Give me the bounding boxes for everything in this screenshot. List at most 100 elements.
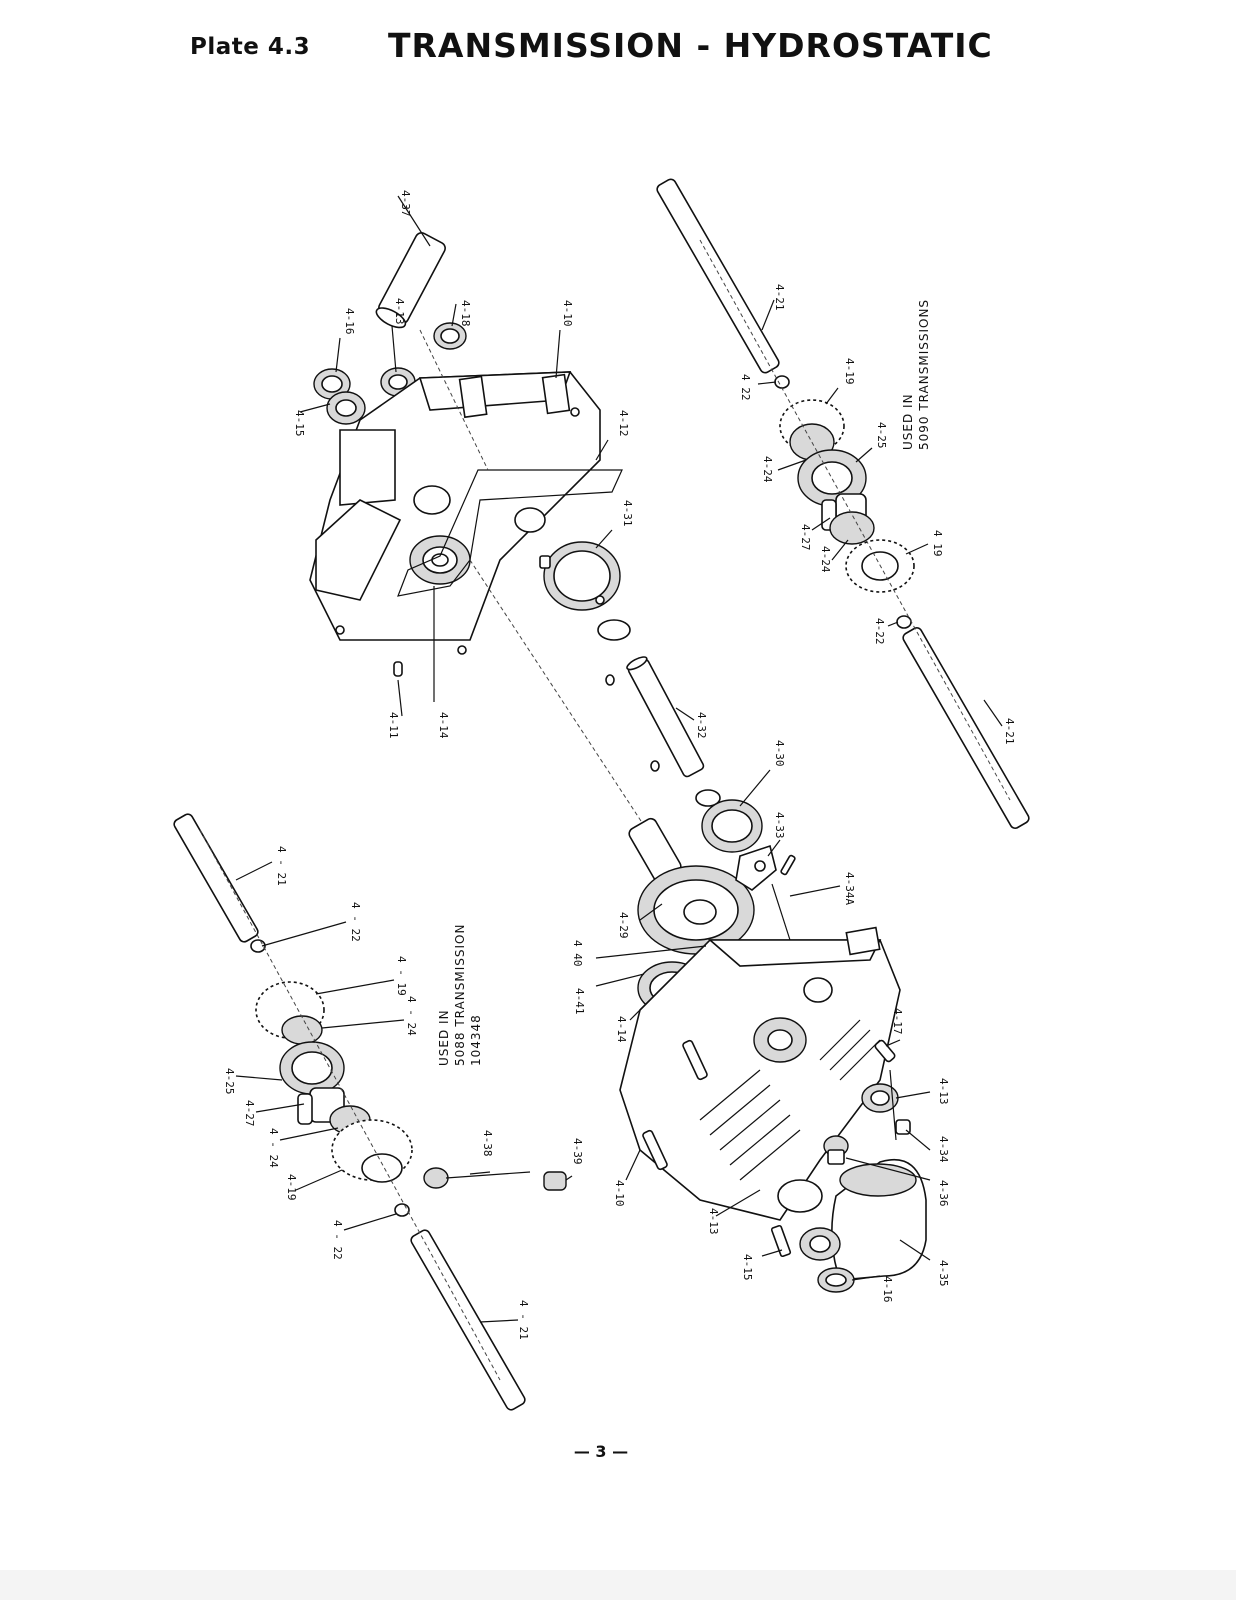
label-l-4-24-bottom: 4 - 24 xyxy=(267,1128,280,1168)
label-r-4-27: 4-27 xyxy=(799,524,812,551)
label-4-11: 4-11 xyxy=(387,712,400,739)
bolt-4-13-lower xyxy=(682,1039,708,1081)
cap-4-39 xyxy=(543,1171,567,1191)
filter-4-35 xyxy=(831,1158,927,1281)
label-r-4-21-top: 4-21 xyxy=(773,284,786,311)
gear-4-25-left xyxy=(279,1041,345,1095)
label-4-14-lower: 4-14 xyxy=(615,1016,628,1043)
label-4-29: 4-29 xyxy=(617,912,630,939)
label-4-16-lower: 4-16 xyxy=(881,1276,894,1303)
label-r-4-25: 4-25 xyxy=(875,422,888,449)
stud-4-15 xyxy=(770,1224,792,1258)
label-l-4-27: 4-27 xyxy=(243,1100,256,1127)
note-5090: USED IN 5090 TRANSMISSIONS xyxy=(901,299,931,450)
note-5090-line1: USED IN xyxy=(901,393,915,450)
page-title: TRANSMISSION - HYDROSTATIC xyxy=(388,26,993,65)
label-r-4-21-bottom: 4-21 xyxy=(1003,718,1016,745)
bearing-4-15-upper xyxy=(326,391,366,425)
label-4-13-upper: 4-13 xyxy=(393,298,406,325)
label-4-33: 4-33 xyxy=(773,812,786,839)
pin-4-34A-top xyxy=(780,854,796,876)
label-l-4-22-top: 4 - 22 xyxy=(349,902,362,942)
label-4-13-lower: 4-13 xyxy=(707,1208,720,1235)
upper-housing-4-10 xyxy=(309,371,601,655)
right-axle-group xyxy=(656,178,1030,829)
label-4-38: 4-38 xyxy=(481,1130,494,1157)
label-4-41: 4-41 xyxy=(573,988,586,1015)
label-l-4-21-top: 4 - 21 xyxy=(275,846,288,886)
label-4-16-upper: 4-16 xyxy=(343,308,356,335)
gear-4-29 xyxy=(628,817,755,955)
gear-4-31 xyxy=(539,541,621,611)
sleeve-4-37 xyxy=(375,232,446,329)
left-axle-group xyxy=(173,813,567,1411)
label-4-15-lower: 4-15 xyxy=(741,1254,754,1281)
pin-4-34A xyxy=(771,883,791,941)
label-l-4-24-top: 4 - 24 xyxy=(405,996,418,1036)
label-r-4-19-top: 4-19 xyxy=(843,358,856,385)
label-4-34A: 4-34A xyxy=(843,872,856,905)
bearing-4-13-lower-in xyxy=(870,1090,890,1106)
gear-4-25-right xyxy=(797,449,867,507)
shaft-4-32 xyxy=(626,656,705,778)
fitting-4-36 xyxy=(823,1135,849,1165)
axle-4-21-top xyxy=(656,178,780,374)
clip-4-22-bottom xyxy=(896,615,912,629)
label-4-12: 4-12 xyxy=(617,410,630,437)
label-4-34: 4-34 xyxy=(937,1136,950,1163)
dowel-4-11 xyxy=(393,661,403,677)
label-r-4-22-top: 4 22 xyxy=(739,374,752,401)
label-4-31: 4-31 xyxy=(621,500,634,527)
ball-small-2 xyxy=(650,760,660,772)
label-4-37: 4-37 xyxy=(399,190,412,217)
label-4-36: 4-36 xyxy=(937,1180,950,1207)
page-number: — 3 — xyxy=(573,1442,629,1461)
lower-housing-body xyxy=(619,926,901,1221)
scan-edge xyxy=(0,1570,1236,1600)
part-labels: 4-37 4-16 4-13 4-18 4-10 4-15 4-12 4-31 … xyxy=(223,190,1016,1340)
hub-4-19-left-top xyxy=(255,981,325,1045)
note-5088-line2: 5088 TRANSMISSION xyxy=(453,924,467,1066)
label-4-40: 4 40 xyxy=(571,940,584,967)
note-5088-line1: USED IN xyxy=(437,1009,451,1066)
note-5088-line3: 104348 xyxy=(469,1014,483,1066)
clip-4-22-top xyxy=(774,375,790,389)
label-r-4-24-top: 4-24 xyxy=(761,456,774,483)
hub-4-19-left-bottom xyxy=(331,1119,413,1183)
seal-4-16-upper xyxy=(313,368,351,400)
bolt-4-10 xyxy=(642,1129,668,1171)
label-4-17: 4-17 xyxy=(891,1008,904,1035)
arm-4-33 xyxy=(735,844,777,891)
plate-number: Plate 4.3 xyxy=(190,34,311,60)
label-4-32: 4-32 xyxy=(695,712,708,739)
label-r-4-19-bottom: 4 19 xyxy=(931,530,944,557)
axle-4-21-bottom xyxy=(902,627,1030,829)
bearing-4-18 xyxy=(433,322,467,350)
label-4-13-right: 4-13 xyxy=(937,1078,950,1105)
bearing-4-15-lower-in xyxy=(809,1235,831,1253)
label-4-15-upper: 4-15 xyxy=(293,410,306,437)
label-4-18: 4-18 xyxy=(459,300,472,327)
label-r-4-24-bottom: 4-24 xyxy=(819,546,832,573)
lower-housing-group xyxy=(619,799,927,1293)
label-4-39: 4-39 xyxy=(571,1138,584,1165)
gasket-4-12 xyxy=(397,469,623,597)
seal-4-16-lower-in xyxy=(825,1273,847,1287)
axle-4-21-left-top xyxy=(173,813,259,943)
label-4-10-upper: 4-10 xyxy=(561,300,574,327)
label-4-35: 4-35 xyxy=(937,1260,950,1287)
label-4-10-lower: 4-10 xyxy=(613,1180,626,1207)
rod-4-38 xyxy=(423,1167,531,1189)
note-5090-line2: 5090 TRANSMISSIONS xyxy=(917,299,931,450)
washer-upper xyxy=(597,619,631,641)
axle-4-21-left-bottom xyxy=(410,1229,526,1411)
washer-4-32 xyxy=(695,789,721,807)
gear-4-24-right xyxy=(829,511,875,545)
leader-lines xyxy=(235,195,1003,1323)
note-5088: USED IN 5088 TRANSMISSION 104348 xyxy=(437,924,483,1066)
label-l-4-21-bottom: 4 - 21 xyxy=(517,1300,530,1340)
label-4-14-upper: 4-14 xyxy=(437,712,450,739)
label-l-4-19-bottom: 4-19 xyxy=(285,1174,298,1201)
label-l-4-22-bottom: 4 - 22 xyxy=(331,1220,344,1260)
